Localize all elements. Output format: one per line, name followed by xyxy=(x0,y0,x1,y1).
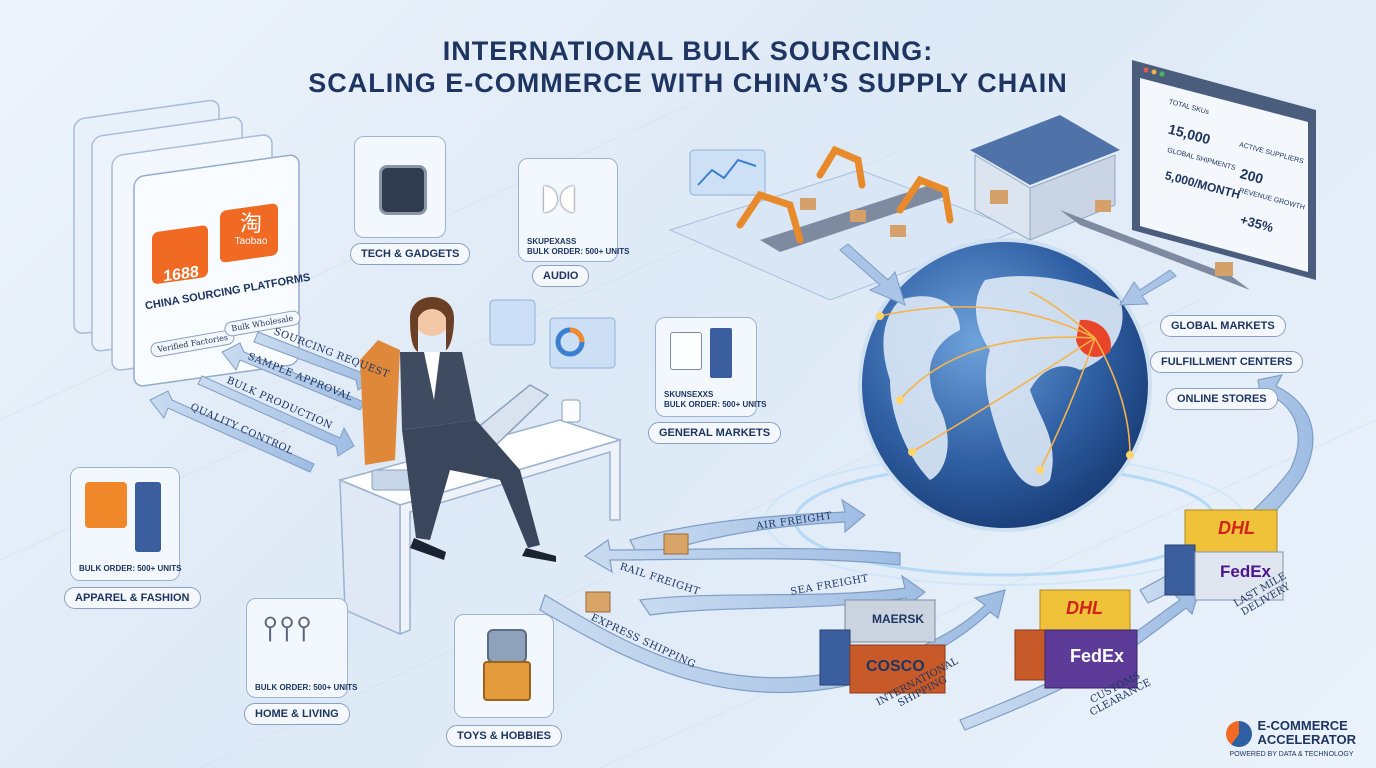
label-toys-hobbies: TOYS & HOBBIES xyxy=(446,725,562,747)
flow-arrows-to-globe xyxy=(839,243,1177,306)
general-caption-bulk: BULK ORDER: 500+ UNITS xyxy=(664,400,767,409)
apparel-caption-bulk: BULK ORDER: 500+ UNITS xyxy=(79,564,182,573)
page-title-line2: SCALING E-COMMERCE WITH CHINA’S SUPPLY C… xyxy=(308,68,1068,98)
card-general-markets: SKUNSEXXS BULK ORDER: 500+ UNITS xyxy=(655,317,766,417)
container-fedex-customs: FedEx xyxy=(1070,646,1125,666)
general-caption-sku: SKUNSEXXS xyxy=(664,390,714,399)
smartwatch-icon xyxy=(379,165,427,215)
robot-body-icon xyxy=(483,661,531,701)
utensils-icon: ⫯⫯⫯ xyxy=(263,609,314,649)
logo-1688-tile xyxy=(152,225,208,284)
audio-caption-sku: SKUPEXASS xyxy=(527,237,577,246)
brand-line2: ACCELERATOR xyxy=(1257,732,1356,747)
brand-line1: E-COMMERCE xyxy=(1257,718,1348,733)
logo-taobao-text: Taobao xyxy=(234,236,268,247)
brand-mark-icon xyxy=(1225,721,1252,747)
jeans-icon xyxy=(710,328,732,378)
tshirt-icon xyxy=(670,332,702,370)
container-dhl-customs: DHL xyxy=(1066,598,1103,618)
box-express xyxy=(585,591,611,613)
platform-panels-stack xyxy=(73,99,300,387)
shipping-containers-last-mile xyxy=(1164,509,1284,601)
workflow-arrows xyxy=(149,331,376,473)
label-home-living: HOME & LIVING xyxy=(244,703,350,725)
card-apparel-fashion: BULK ORDER: 500+ UNITS xyxy=(70,467,182,581)
globe xyxy=(764,238,1246,586)
label-tech-gadgets: TECH & GADGETS xyxy=(350,243,471,265)
label-audio: AUDIO xyxy=(532,265,590,287)
warehouse xyxy=(970,115,1250,290)
container-cosco: COSCO xyxy=(866,658,925,675)
label-fulfillment-centers: FULFILLMENT CENTERS xyxy=(1150,351,1304,373)
card-tech-gadgets xyxy=(354,136,446,238)
label-global-markets: GLOBAL MARKETS xyxy=(1160,315,1286,337)
label-general-markets: GENERAL MARKETS xyxy=(648,422,782,444)
factory-robotics xyxy=(668,145,1022,301)
dashboard-monitor xyxy=(1132,60,1316,280)
brand-logo: E-COMMERCE ACCELERATOR POWERED BY DATA &… xyxy=(1225,718,1356,758)
brand-tagline: POWERED BY DATA & TECHNOLOGY xyxy=(1229,751,1354,758)
label-online-stores: ONLINE STORES xyxy=(1166,388,1278,410)
logo-taobao-tile xyxy=(220,203,278,263)
shirt-icon xyxy=(85,482,127,528)
card-audio: ◗◖ SKUPEXASS BULK ORDER: 500+ UNITS xyxy=(518,158,629,262)
box-air xyxy=(663,533,689,555)
earbuds-icon: ◗◖ xyxy=(541,177,577,217)
container-fedex-last-mile: FedEx xyxy=(1220,562,1272,581)
home-caption-bulk: BULK ORDER: 500+ UNITS xyxy=(255,683,358,692)
container-dhl-last-mile: DHL xyxy=(1218,518,1255,538)
label-apparel-fashion: APPAREL & FASHION xyxy=(64,587,201,609)
pants-icon xyxy=(135,482,161,552)
robot-icon xyxy=(487,629,527,663)
card-toys-hobbies xyxy=(454,614,554,718)
card-home-living: ⫯⫯⫯ BULK ORDER: 500+ UNITS xyxy=(246,598,357,698)
page-title-line1: INTERNATIONAL BULK SOURCING: xyxy=(442,36,934,66)
floating-analytics-screens xyxy=(489,149,766,369)
audio-caption-bulk: BULK ORDER: 500+ UNITS xyxy=(527,247,630,256)
person-sourcing-manager xyxy=(360,297,556,562)
shipping-containers-sea xyxy=(819,599,946,694)
taobao-glyph: 淘 xyxy=(239,212,262,237)
shipping-containers-customs xyxy=(1014,589,1138,689)
container-maersk: MAERSK xyxy=(872,612,925,626)
